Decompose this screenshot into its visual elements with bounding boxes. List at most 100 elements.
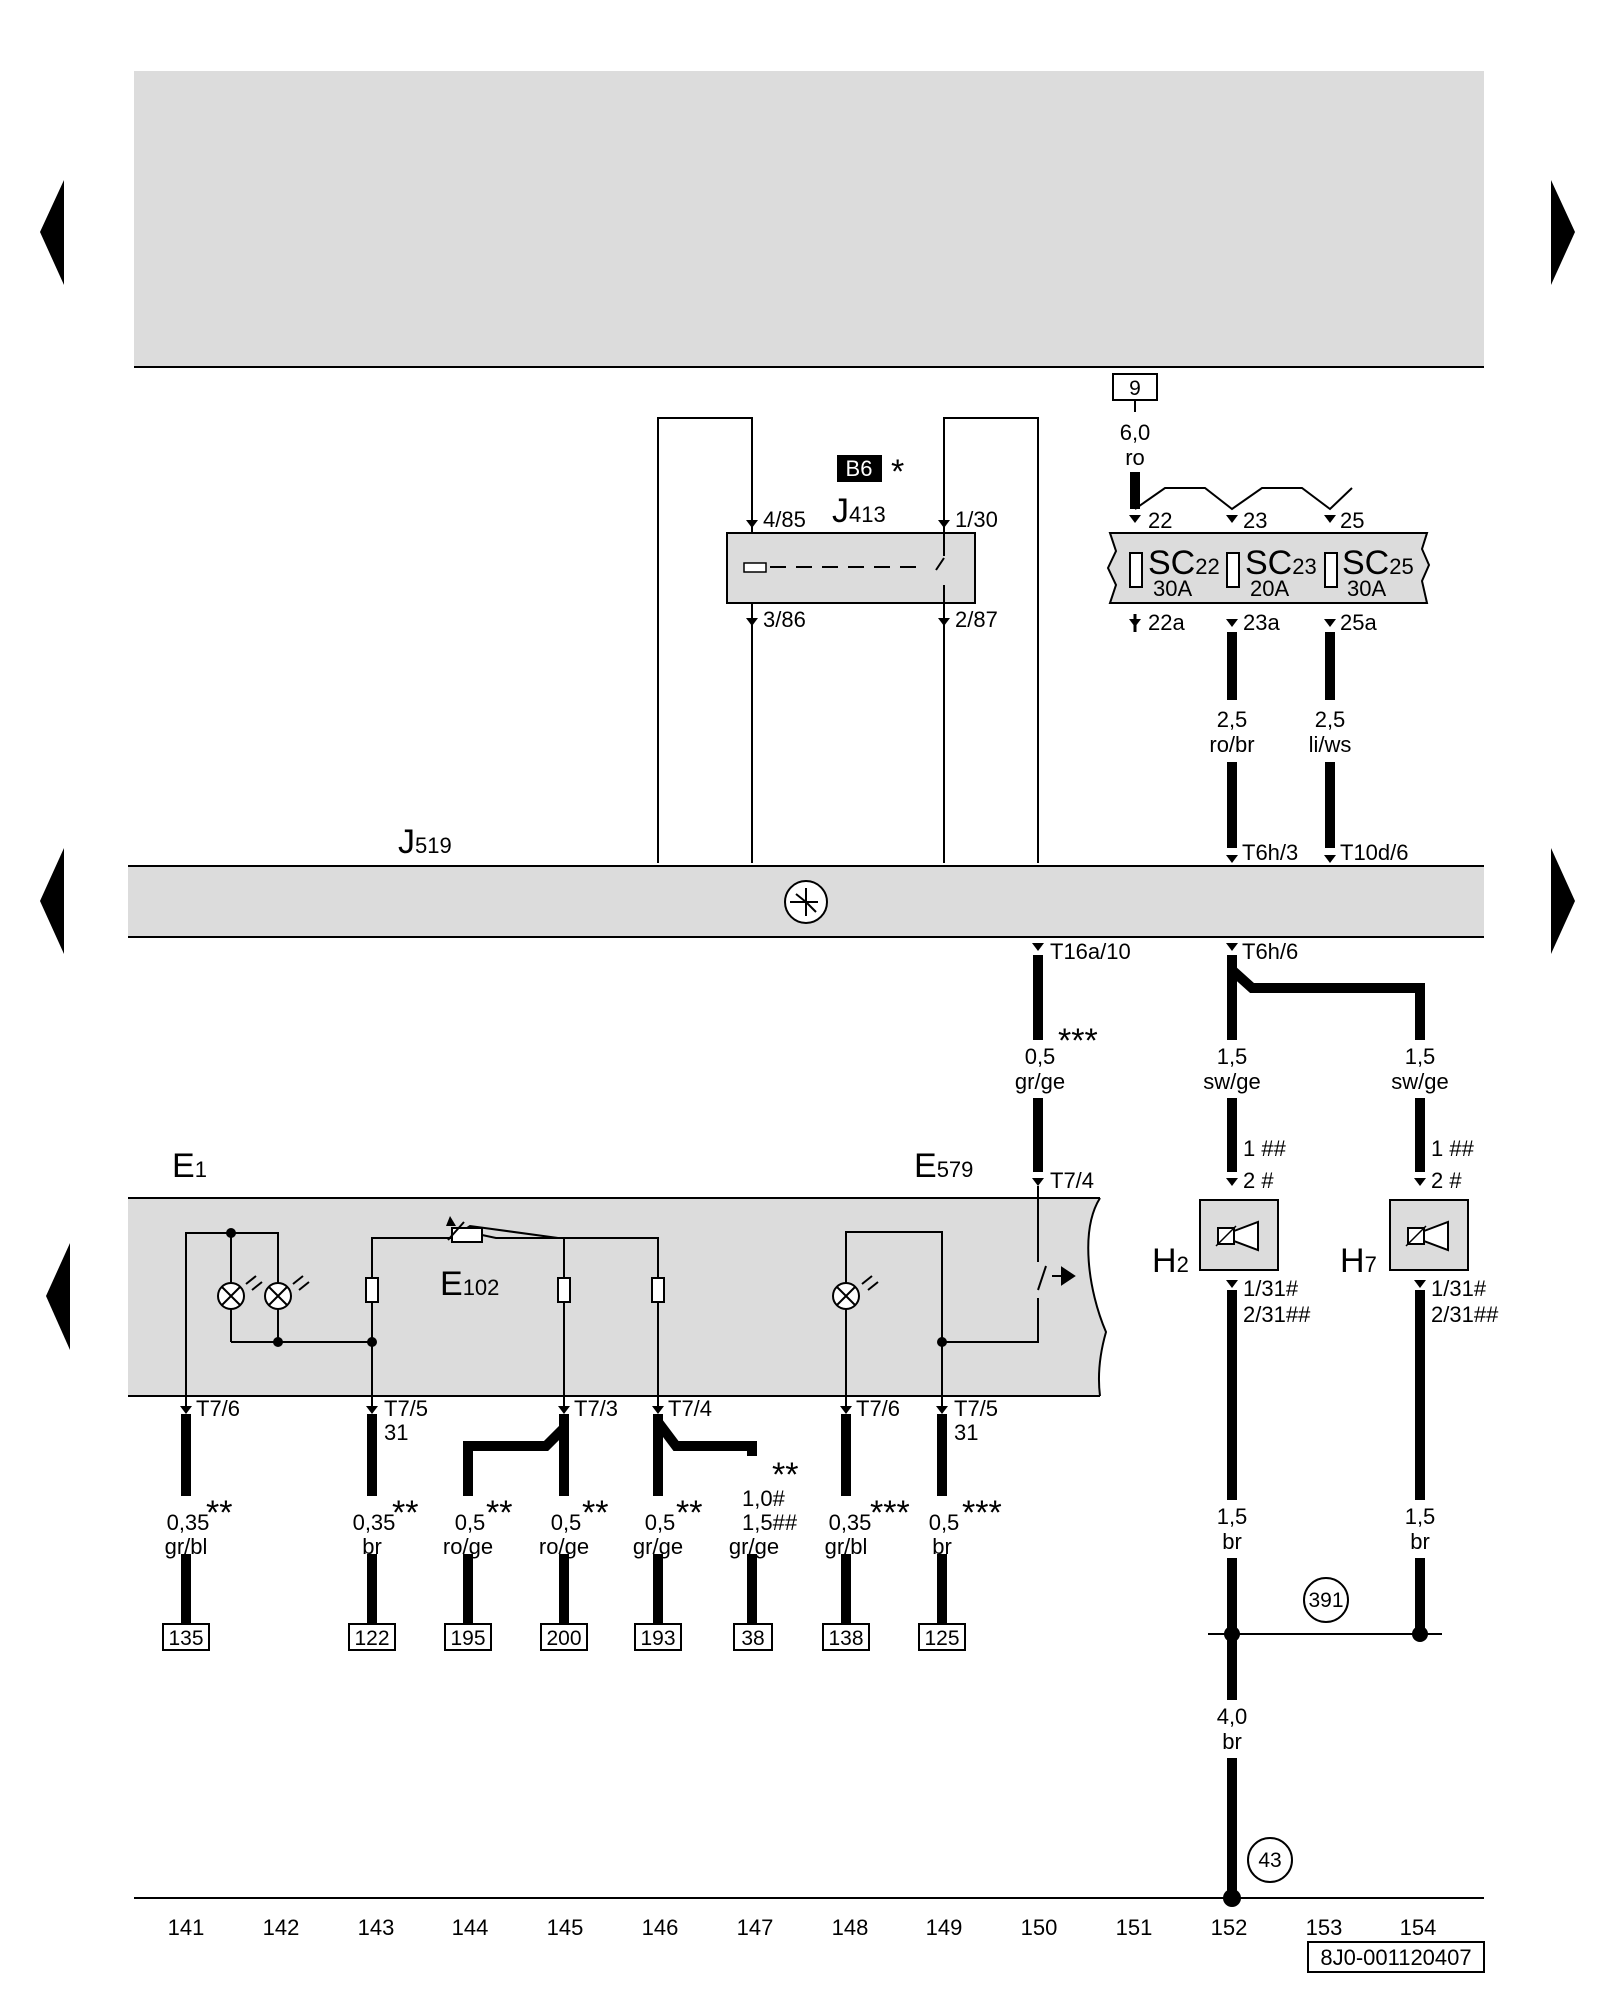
relay-pin-2-87: 2/87 bbox=[955, 607, 998, 632]
column-numbers: 141 142 143 144 145 146 147 148 149 150 … bbox=[168, 1915, 1437, 1940]
fuse-sc23-out: 23a bbox=[1243, 610, 1280, 635]
relay-tag-badge bbox=[837, 455, 882, 482]
wire-138-size: 0,35 bbox=[829, 1510, 872, 1535]
horn-h7-pin-1-31: 1/31# bbox=[1431, 1276, 1487, 1301]
pin-t6h-3: T6h/3 bbox=[1242, 840, 1298, 865]
wire-125-size: 0,5 bbox=[929, 1510, 960, 1535]
wire-sc25-color: li/ws bbox=[1309, 732, 1352, 757]
column-number: 151 bbox=[1116, 1915, 1153, 1940]
fuse-sc22-rating: 30A bbox=[1153, 576, 1192, 601]
ground-ref-391: 391 bbox=[1308, 1589, 1343, 1612]
wire-200-size: 0,5 bbox=[551, 1510, 582, 1535]
lower-pin-t7-5-b-sub: 31 bbox=[954, 1420, 978, 1445]
column-number: 146 bbox=[642, 1915, 679, 1940]
column-number: 148 bbox=[832, 1915, 869, 1940]
nav-right-arrow-top[interactable] bbox=[1551, 180, 1575, 285]
ref-38[interactable]: 38 bbox=[741, 1627, 764, 1650]
wire-193-size: 0,5 bbox=[645, 1510, 676, 1535]
horn-h2-pin-2: 2 # bbox=[1243, 1168, 1274, 1193]
column-number: 142 bbox=[263, 1915, 300, 1940]
lower-wire-labels: 0,35 ** gr/bl 0,35 ** br 0,5 ** ro/ge 0,… bbox=[150, 1456, 1002, 1559]
wire-122-color: br bbox=[362, 1534, 382, 1559]
diagram-id-box bbox=[1307, 1941, 1485, 1973]
supply-ref-box bbox=[1112, 373, 1158, 401]
module-e579-name: E579 bbox=[914, 1147, 973, 1185]
ref-125[interactable]: 125 bbox=[924, 1627, 959, 1650]
fuse-sc22-out: 22a bbox=[1148, 610, 1185, 635]
wire-horn-h7-size: 1,5 bbox=[1405, 1044, 1436, 1069]
lower-module: E1 E579 E102 bbox=[128, 1147, 1108, 1410]
wire-138-marker: *** bbox=[870, 1494, 910, 1532]
fuse-sc25-rating: 30A bbox=[1347, 576, 1386, 601]
column-number: 152 bbox=[1211, 1915, 1248, 1940]
wire-195-color: ro/ge bbox=[443, 1534, 493, 1559]
horn-h2-pin-2-31: 2/31## bbox=[1243, 1302, 1311, 1327]
nav-left-arrow-top[interactable] bbox=[40, 180, 64, 285]
horn-h2-pin-1-31: 1/31# bbox=[1243, 1276, 1299, 1301]
supply-size: 6,0 bbox=[1120, 420, 1151, 445]
ref-135[interactable]: 135 bbox=[168, 1627, 203, 1650]
wire-200-color: ro/ge bbox=[539, 1534, 589, 1559]
relay-pin-4-85: 4/85 bbox=[763, 507, 806, 532]
ref-138[interactable]: 138 bbox=[828, 1627, 863, 1650]
wire-195-size: 0,5 bbox=[455, 1510, 486, 1535]
nav-right-arrow-mid[interactable] bbox=[1551, 848, 1575, 954]
main-ground-color: br bbox=[1222, 1729, 1242, 1754]
wire-38-color: gr/ge bbox=[729, 1534, 779, 1559]
fuse-box: 9 6,0 ro 22 23 25 SC22 SC23 SC25 30A 20A… bbox=[1106, 373, 1431, 635]
wire-switch-size: 0,5 bbox=[1025, 1044, 1056, 1069]
supply-ref: 9 bbox=[1129, 377, 1141, 400]
wire-h7-ground-color: br bbox=[1410, 1529, 1430, 1554]
fuse-sc25-out: 25a bbox=[1340, 610, 1377, 635]
switch-icon bbox=[1052, 1266, 1076, 1286]
fuse-sc25-in: 25 bbox=[1340, 508, 1364, 533]
horn-h7-pin-2: 2 # bbox=[1431, 1168, 1462, 1193]
wire-125-color: br bbox=[932, 1534, 952, 1559]
fuse-sc23-in: 23 bbox=[1243, 508, 1267, 533]
wire-horn-h7-color: sw/ge bbox=[1391, 1069, 1448, 1094]
ref-193[interactable]: 193 bbox=[640, 1627, 675, 1650]
main-ground-ref-circle bbox=[1247, 1837, 1293, 1883]
column-number: 141 bbox=[168, 1915, 205, 1940]
module-e579-pin: T7/4 bbox=[1050, 1168, 1094, 1193]
module-e102-name: E102 bbox=[440, 1265, 499, 1303]
column-number: 143 bbox=[358, 1915, 395, 1940]
horn-h2-name: H2 bbox=[1152, 1242, 1189, 1280]
lower-pin-t7-6-b: T7/6 bbox=[856, 1396, 900, 1421]
ref-200[interactable]: 200 bbox=[546, 1627, 581, 1650]
control-unit-j519: J519 bbox=[128, 823, 1484, 938]
pin-t10d-6: T10d/6 bbox=[1340, 840, 1409, 865]
nav-left-arrow-mid[interactable] bbox=[40, 848, 64, 954]
horn-h2-pin-1: 1 ## bbox=[1243, 1136, 1287, 1161]
ref-195[interactable]: 195 bbox=[450, 1627, 485, 1650]
pin-t6h-6: T6h/6 bbox=[1242, 939, 1298, 964]
wire-38-marker-top: ** bbox=[772, 1456, 798, 1494]
wire-138-color: gr/bl bbox=[825, 1534, 868, 1559]
main-ground-size: 4,0 bbox=[1217, 1704, 1248, 1729]
lower-ref-boxes: 135 122 195 200 193 38 138 125 bbox=[162, 1623, 966, 1651]
wire-h2-ground-size: 1,5 bbox=[1217, 1504, 1248, 1529]
relay-tag: B6 bbox=[846, 456, 873, 481]
relay-j413: B6 * J413 4/85 1/30 3/86 2/87 bbox=[657, 417, 1039, 863]
column-number: 147 bbox=[737, 1915, 774, 1940]
lower-pin-t7-5-a-sub: 31 bbox=[384, 1420, 408, 1445]
nav-left-arrow-bottom[interactable] bbox=[46, 1243, 70, 1350]
fuse-sc25-name: SC25 bbox=[1342, 544, 1414, 582]
fuse-sc22-name: SC22 bbox=[1148, 544, 1220, 582]
supply-color: ro bbox=[1125, 445, 1145, 470]
horn-h2: 1 ## 2 # H2 1/31# 2/31## bbox=[1152, 1136, 1311, 1327]
module-e1-name: E1 bbox=[172, 1147, 207, 1185]
column-number: 145 bbox=[547, 1915, 584, 1940]
horn-h7-pin-1: 1 ## bbox=[1431, 1136, 1475, 1161]
wire-135-size: 0,35 bbox=[167, 1510, 210, 1535]
diagram-id: 8J0-001120407 bbox=[1320, 1945, 1471, 1970]
fuse-sc22-in: 22 bbox=[1148, 508, 1172, 533]
ref-122[interactable]: 122 bbox=[354, 1627, 389, 1650]
relay-marker: * bbox=[891, 453, 904, 491]
horn-h7-pin-2-31: 2/31## bbox=[1431, 1302, 1499, 1327]
horn-h7-name: H7 bbox=[1340, 1242, 1377, 1280]
column-number: 149 bbox=[926, 1915, 963, 1940]
wire-horn-h2-size: 1,5 bbox=[1217, 1044, 1248, 1069]
wire-193-color: gr/ge bbox=[633, 1534, 683, 1559]
